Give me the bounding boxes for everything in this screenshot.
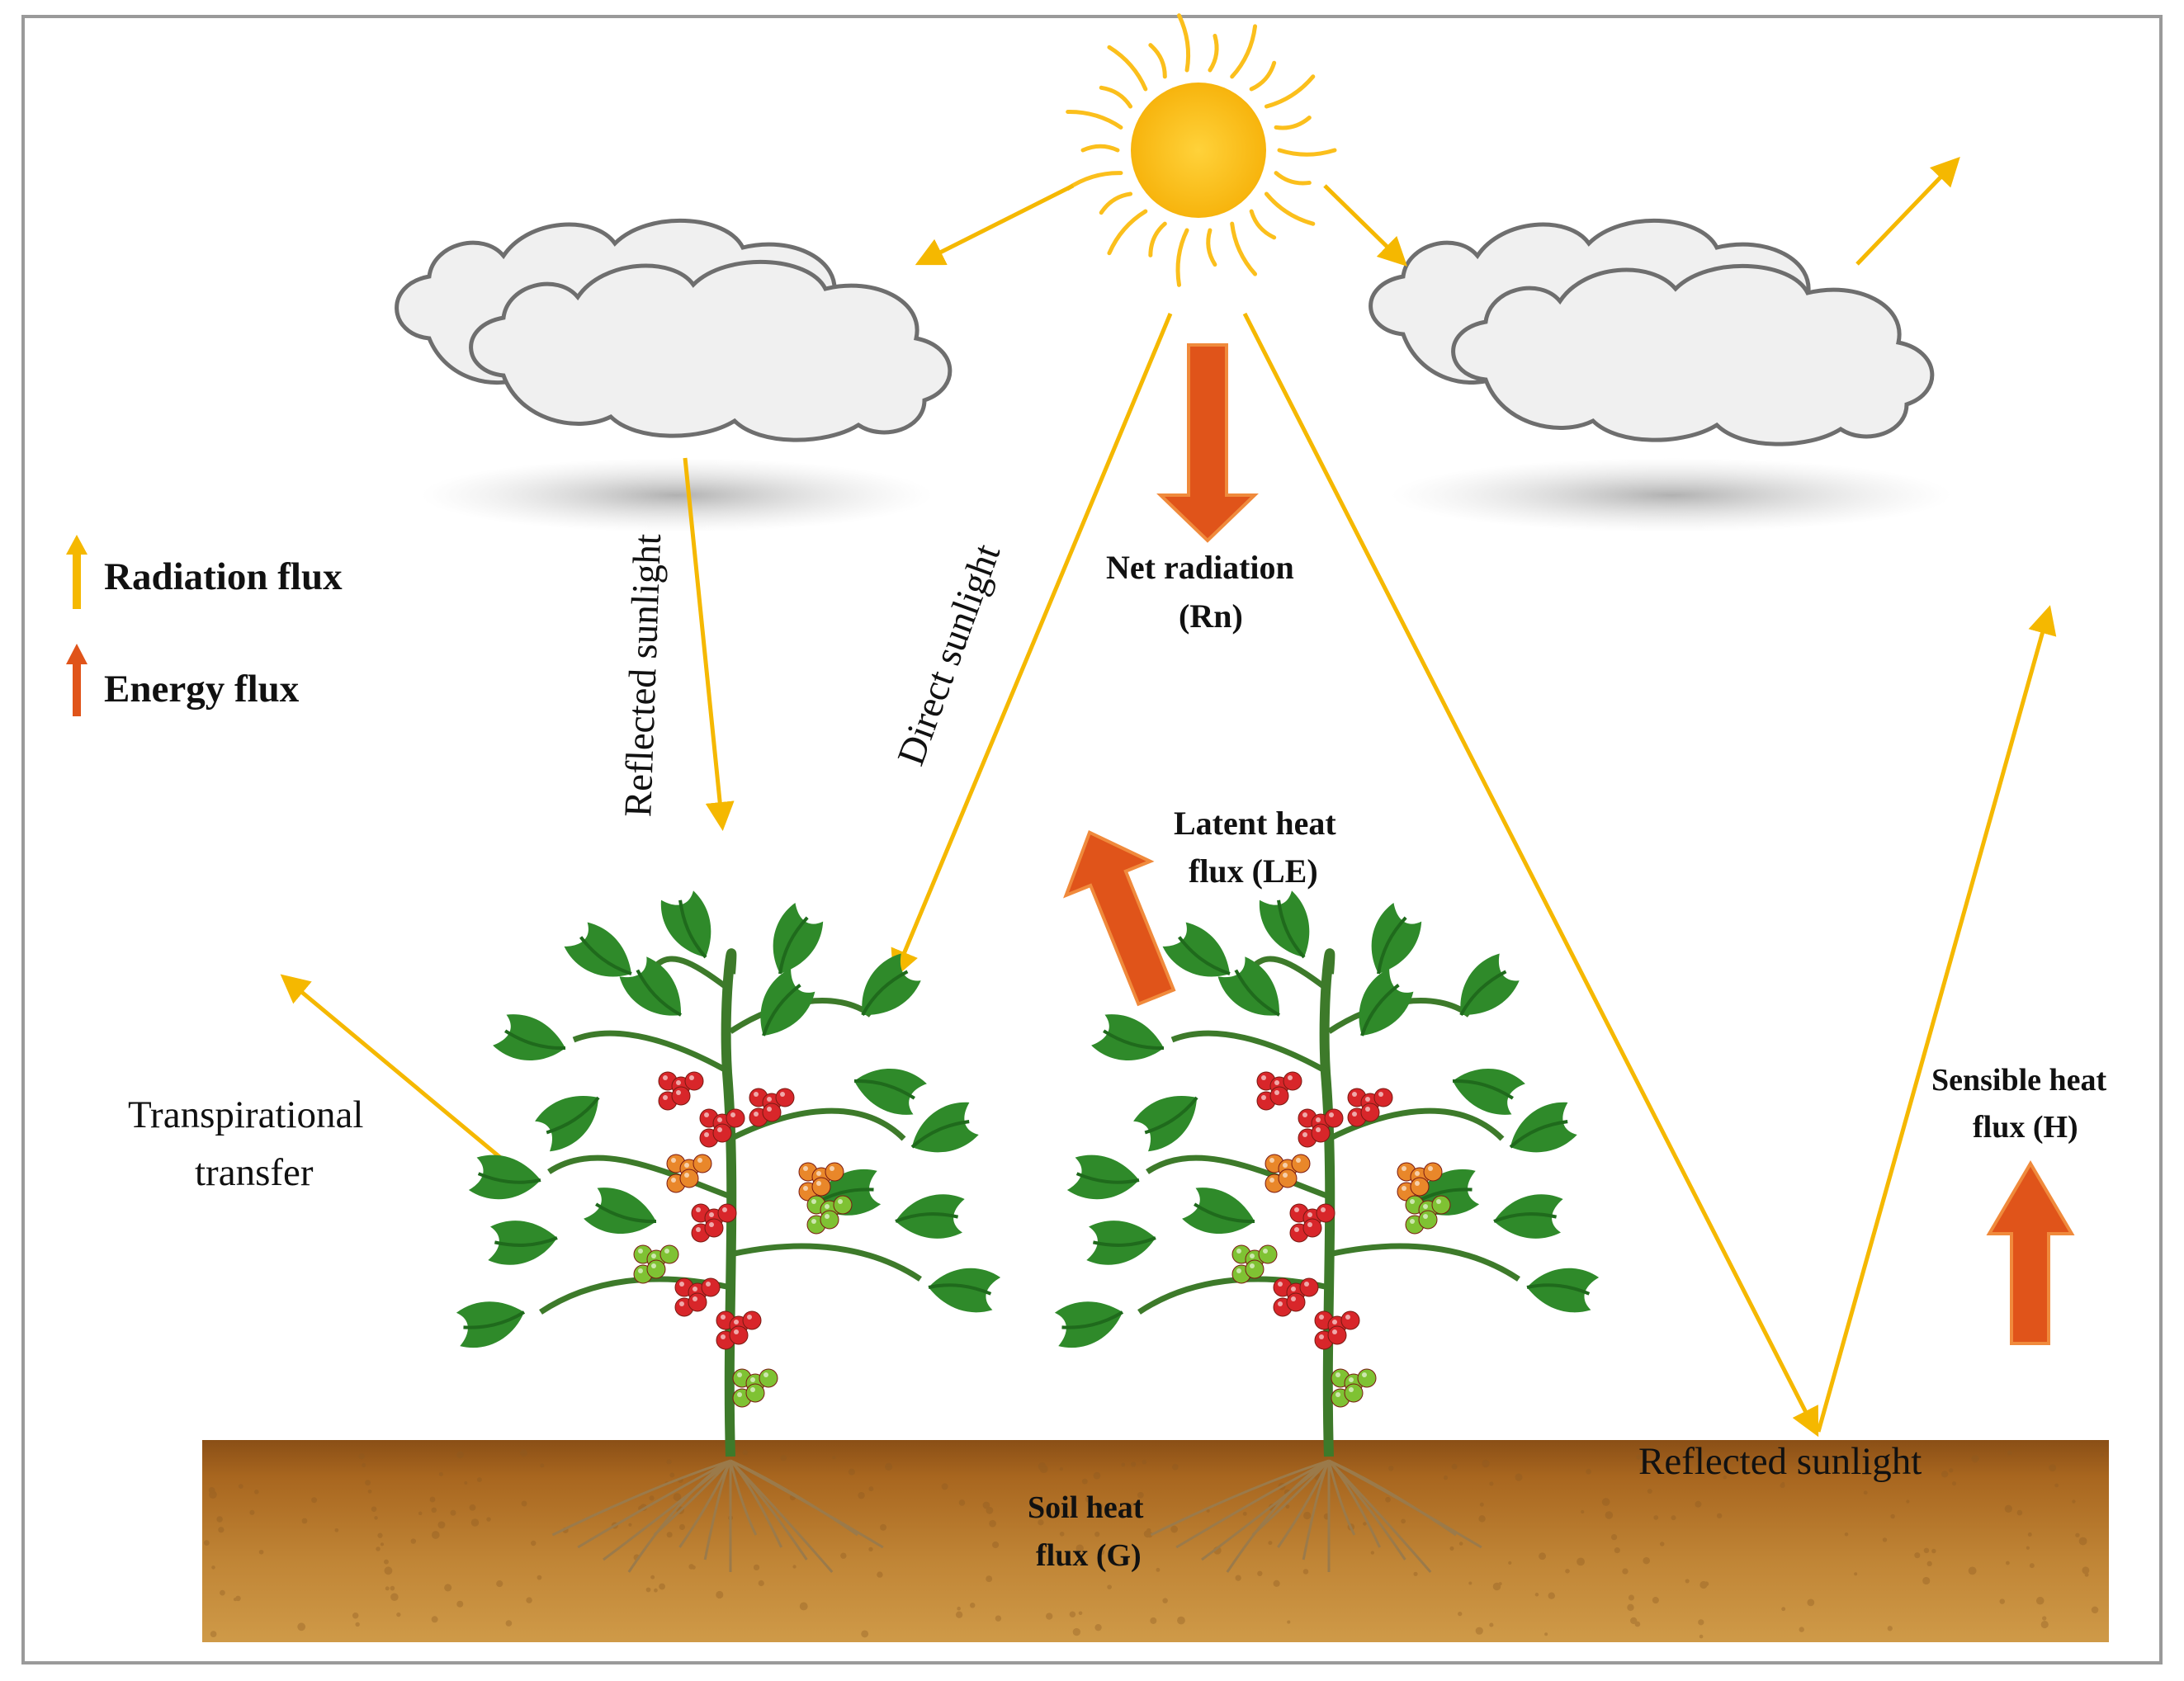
net-radiation-symbol: (Rn)	[1179, 597, 1243, 635]
cloud-shadow-left	[421, 458, 933, 532]
sensible-heat-arrow	[1986, 1160, 2075, 1345]
direct-sunlight-arrow	[891, 313, 1173, 980]
cloud-left-icon	[395, 218, 953, 442]
soil-layer	[202, 1440, 2109, 1642]
sensible-heat-label: Sensible heat	[1931, 1063, 2107, 1098]
legend-radiation-label: Radiation flux	[104, 555, 343, 598]
sun-to-left-cloud-arrow	[915, 183, 1075, 266]
legend-energy-icon	[66, 644, 87, 716]
legend-energy-label: Energy flux	[104, 668, 300, 711]
latent-heat-arrow	[1063, 829, 1176, 1007]
ground-reflect-up-arrow	[1816, 605, 2057, 1433]
soil-heat-symbol: flux (G)	[1036, 1538, 1142, 1573]
cloud-right-icon	[1369, 218, 1935, 446]
sun-to-ground-ray	[1242, 312, 1819, 1438]
tomato-plant-right-icon	[1052, 886, 1600, 1573]
transpiration-label-2: transfer	[195, 1151, 314, 1194]
legend-radiation-icon	[66, 535, 87, 609]
reflected-sunlight-label: Reflected sunlight	[617, 533, 670, 818]
transpiration-label: Transpirational	[128, 1093, 364, 1136]
sensible-heat-symbol: flux (H)	[1973, 1110, 2078, 1145]
transpiration-arrow	[280, 974, 534, 1186]
cloud-shadow-right	[1391, 458, 1952, 532]
latent-heat-symbol: flux (LE)	[1189, 852, 1318, 890]
latent-heat-label: Latent heat	[1174, 805, 1336, 842]
net-radiation-label: Net radiation	[1106, 549, 1294, 586]
sun-icon	[1066, 13, 1337, 287]
soil-heat-label: Soil heat	[1028, 1490, 1144, 1525]
diagram-border	[21, 15, 2163, 1664]
reflected-sunlight-down-arrow	[683, 457, 735, 831]
cloud-reflect-up-arrow	[1855, 156, 1960, 266]
ground-reflected-label: Reflected sunlight	[1638, 1440, 1922, 1483]
net-radiation-arrow	[1156, 343, 1259, 543]
sun-to-right-cloud-arrow	[1323, 184, 1408, 267]
tomato-plant-left-icon	[453, 886, 1001, 1573]
